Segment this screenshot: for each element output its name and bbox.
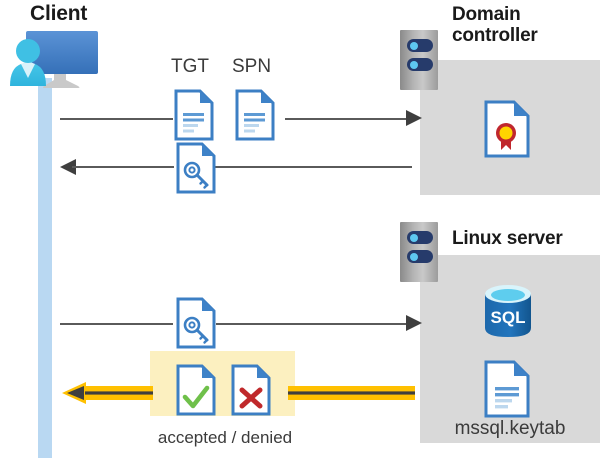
message-2-arrowhead-left xyxy=(58,158,76,176)
accepted-denied-highlight-band xyxy=(150,351,295,416)
message-2-line-left xyxy=(72,166,174,168)
server-tower-icon-linux xyxy=(400,222,438,282)
keytab-document-icon xyxy=(484,360,530,418)
sql-database-icon: SQL xyxy=(482,283,534,339)
keytab-filename-label: mssql.keytab xyxy=(454,418,566,439)
message-4-shaft-right xyxy=(288,386,415,400)
denied-document-icon xyxy=(231,364,271,416)
service-ticket-key-document-icon-2 xyxy=(176,297,216,349)
message-4-shaft-left xyxy=(85,386,153,400)
page-title-linux-server: Linux server xyxy=(452,228,563,249)
page-title-domain-controller: Domain controller xyxy=(452,4,538,47)
accepted-document-icon xyxy=(176,364,216,416)
sql-label: SQL xyxy=(491,308,526,327)
spn-label: SPN xyxy=(232,56,272,77)
tgt-document-icon xyxy=(174,89,214,141)
user-monitor-icon xyxy=(4,24,114,90)
service-ticket-key-document-icon-1 xyxy=(176,142,216,194)
message-3-line-right xyxy=(216,323,412,325)
server-tower-icon-dc xyxy=(400,30,438,90)
message-1-arrowhead-right xyxy=(406,109,424,127)
dc-title-line-2: controller xyxy=(452,25,538,47)
spn-document-icon xyxy=(235,89,275,141)
certificate-document-icon xyxy=(484,100,530,158)
message-2-line-right xyxy=(215,166,412,168)
client-lifeline xyxy=(38,78,52,458)
tgt-label: TGT xyxy=(171,56,209,77)
message-4-arrowhead-left xyxy=(60,381,88,405)
page-title-client: Client xyxy=(30,2,88,25)
accepted-denied-caption: accepted / denied xyxy=(157,428,293,447)
message-1-line-left xyxy=(60,118,173,120)
message-1-line-right xyxy=(285,118,412,120)
message-3-line-left xyxy=(60,323,173,325)
message-3-arrowhead-right xyxy=(406,314,424,332)
dc-title-line-1: Domain xyxy=(452,4,521,25)
